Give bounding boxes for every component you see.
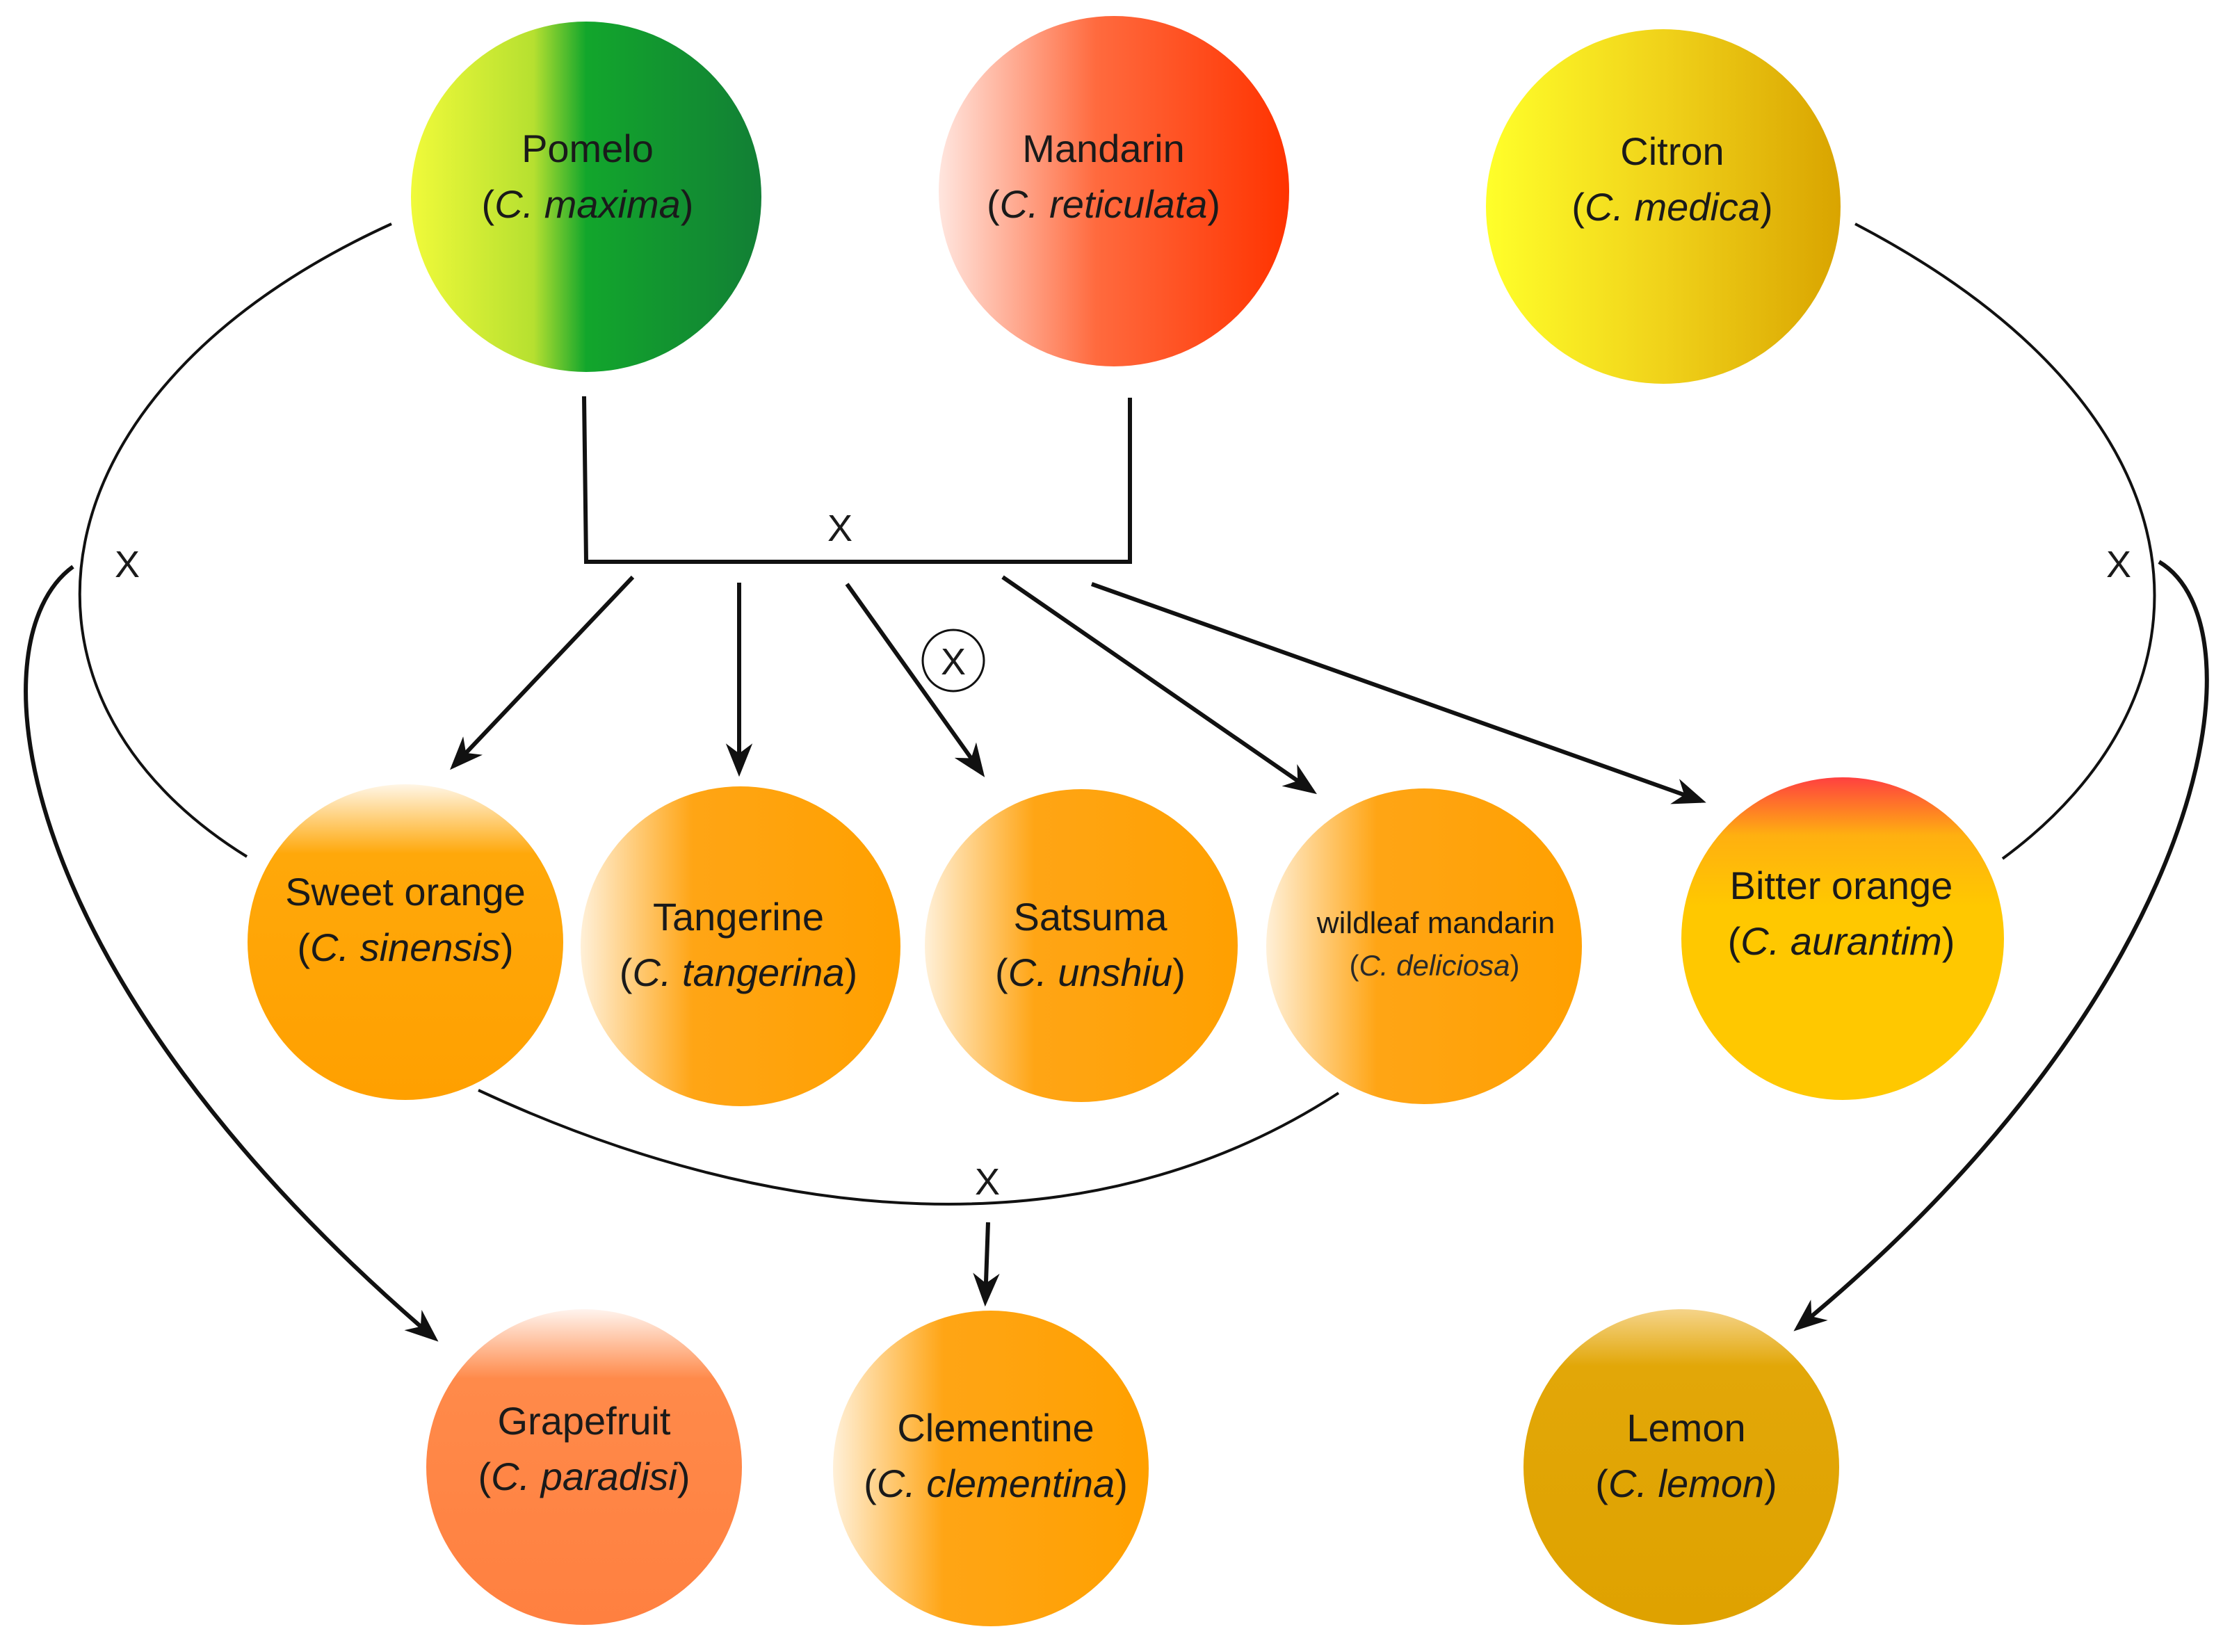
cross-pomelo-mandarin: X <box>827 508 852 549</box>
arrow-to-wildleaf-mandarin <box>1001 575 1317 795</box>
sweet-orange-wildleaf-curve <box>478 1089 1340 1206</box>
mandarin-circle <box>939 16 1289 366</box>
node-clementine: Clementine (C. clementina) <box>833 1311 1149 1626</box>
mandarin-name: Mandarin <box>1022 127 1184 170</box>
bitter-orange-circle <box>1681 777 2004 1100</box>
lemon-scientific-name: (C. lemon) <box>1595 1461 1777 1505</box>
satsuma-name: Satsuma <box>1014 895 1168 939</box>
tangerine-circle <box>581 786 900 1106</box>
node-grapefruit: Grapefruit (C. paradisi) <box>426 1309 742 1625</box>
sweet-orange-circle <box>248 784 563 1100</box>
node-wildleaf-mandarin: wildleaf mandarin (C. deliciosa) <box>1266 788 1582 1104</box>
cross-citron-bitter-orange: X <box>2106 544 2131 585</box>
pomelo-scientific-name: (C. maxima) <box>482 182 694 226</box>
bitter-orange-scientific-name: (C. aurantim) <box>1728 919 1955 963</box>
grapefruit-scientific-name: (C. paradisi) <box>478 1455 690 1498</box>
citron-name: Citron <box>1620 129 1724 173</box>
lemon-circle <box>1523 1309 1839 1625</box>
tangerine-name: Tangerine <box>653 895 824 939</box>
bitter-orange-name: Bitter orange <box>1730 864 1953 907</box>
arrow-to-lemon <box>1793 560 2209 1331</box>
arrow-to-bitter-orange <box>1090 582 1706 804</box>
satsuma-circle <box>925 789 1238 1102</box>
node-tangerine: Tangerine (C. tangerina) <box>581 786 900 1106</box>
connectors <box>24 222 2209 1342</box>
node-mandarin: Mandarin (C. reticulata) <box>939 16 1289 366</box>
citron-circle <box>1486 29 1841 384</box>
cross-symbols: X X X X X <box>115 508 2131 1203</box>
citron-bitter-orange-arc <box>1854 222 2156 860</box>
node-lemon: Lemon (C. lemon) <box>1523 1309 1839 1625</box>
clementine-scientific-name: (C. clementina) <box>864 1461 1128 1505</box>
node-citron: Citron (C. medica) <box>1486 29 1841 384</box>
wildleaf-mandarin-name: wildleaf mandarin <box>1316 906 1555 940</box>
grapefruit-name: Grapefruit <box>498 1399 671 1443</box>
node-pomelo: Pomelo (C. maxima) <box>411 22 761 372</box>
wildleaf-mandarin-circle <box>1266 788 1582 1104</box>
tangerine-scientific-name: (C. tangerina) <box>620 950 857 994</box>
pomelo-name: Pomelo <box>522 127 654 170</box>
satsuma-cross-marker-circle <box>921 629 985 693</box>
arrow-to-grapefruit <box>24 565 439 1342</box>
pomelo-sweet-orange-arc <box>78 222 392 858</box>
sweet-orange-scientific-name: (C. sinensis) <box>297 925 513 969</box>
node-satsuma: Satsuma (C. unshiu) <box>925 789 1238 1102</box>
pomelo-mandarin-bracket <box>582 396 1132 564</box>
satsuma-scientific-name: (C. unshiu) <box>995 950 1186 994</box>
pomelo-circle <box>411 22 761 372</box>
citron-scientific-name: (C. medica) <box>1571 185 1772 229</box>
grapefruit-circle <box>426 1309 742 1625</box>
sweet-orange-name: Sweet orange <box>285 870 526 914</box>
cross-sweet-orange-wildleaf: X <box>975 1161 1000 1203</box>
clementine-circle <box>833 1311 1149 1626</box>
arrow-to-clementine <box>973 1222 1000 1307</box>
cross-pomelo-sweet-orange: X <box>115 544 140 585</box>
arrow-to-sweet-orange <box>450 575 635 770</box>
wildleaf-mandarin-scientific-name: (C. deliciosa) <box>1349 949 1519 982</box>
clementine-name: Clementine <box>897 1406 1094 1450</box>
node-sweet-orange: Sweet orange (C. sinensis) <box>248 784 563 1100</box>
cross-satsuma-marker: X <box>941 641 966 683</box>
arrow-to-satsuma <box>845 583 985 777</box>
node-bitter-orange: Bitter orange (C. aurantim) <box>1681 777 2004 1100</box>
lemon-name: Lemon <box>1626 1406 1745 1450</box>
mandarin-scientific-name: (C. reticulata) <box>987 182 1220 226</box>
